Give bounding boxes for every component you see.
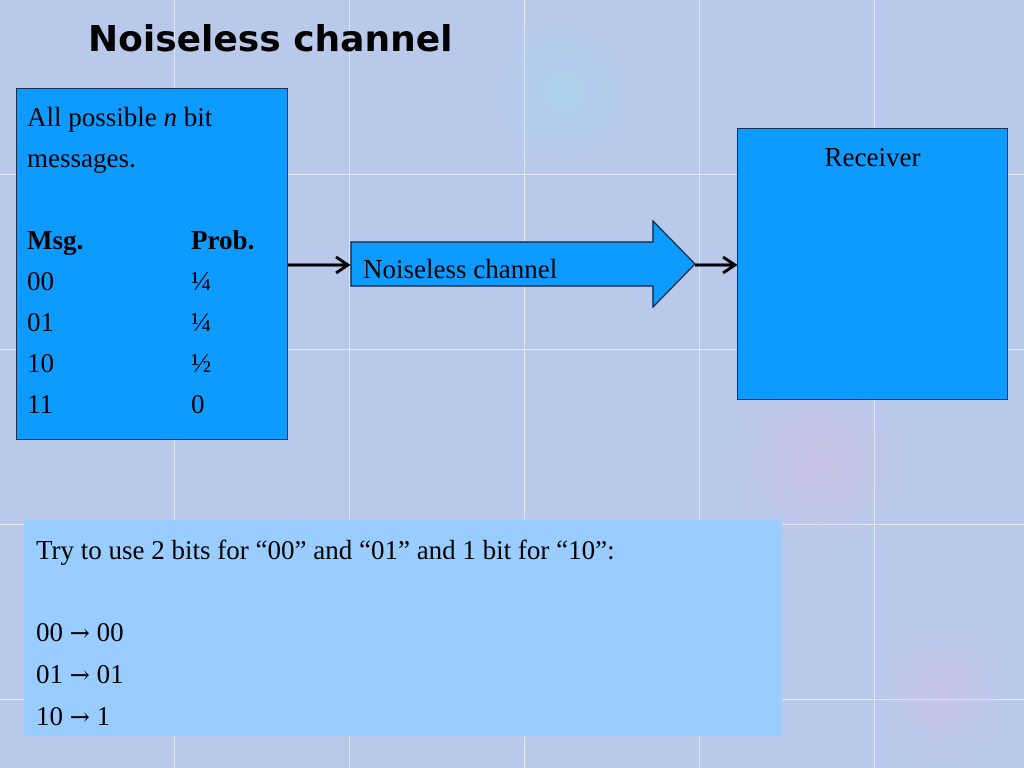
table-row: 00 ¼ — [27, 261, 254, 302]
right-arrow-icon: → — [69, 703, 90, 731]
table-header-row: Msg. Prob. — [27, 220, 254, 261]
msg-cell: 10 — [27, 348, 54, 378]
right-arrow-icon: → — [69, 661, 90, 689]
mapping-from: 00 — [36, 617, 63, 647]
encoding-note-box: Try to use 2 bits for “00” and “01” and … — [24, 520, 782, 736]
mapping-line: 01 → 01 — [36, 654, 770, 696]
mapping-to: 01 — [96, 659, 124, 689]
channel-to-receiver-arrow-icon — [695, 255, 738, 275]
mapping-to: 00 — [96, 617, 124, 647]
caption-prefix: All possible — [27, 102, 164, 132]
channel-label: Noiseless channel — [363, 254, 558, 284]
mapping-line: 00 → 00 — [36, 612, 770, 654]
prob-cell: ¼ — [191, 266, 212, 296]
table-row: 10 ½ — [27, 343, 254, 384]
sender-caption: All possible n bit messages. — [27, 97, 277, 179]
receiver-label: Receiver — [824, 142, 921, 172]
caption-variable-n: n — [163, 102, 178, 132]
column-header-msg: Msg. — [27, 225, 84, 255]
mapping-from: 10 — [36, 701, 63, 731]
prob-cell: ½ — [191, 348, 212, 378]
sender-to-channel-arrow-icon — [288, 255, 351, 275]
mapping-line: 10 → 1 — [36, 696, 770, 738]
table-row: 11 0 — [27, 384, 254, 425]
caption-suffix: bit messages. — [27, 102, 213, 173]
table-row: 01 ¼ — [27, 302, 254, 343]
msg-cell: 11 — [27, 389, 53, 419]
slide-title: Noiseless channel — [88, 19, 453, 60]
receiver-box: Receiver — [737, 128, 1008, 400]
right-arrow-icon: → — [69, 619, 90, 647]
noiseless-channel-block-arrow-icon — [350, 220, 696, 308]
sender-messages-box: All possible n bit messages. Msg. Prob. … — [16, 88, 288, 440]
mapping-to: 1 — [96, 701, 111, 731]
prob-cell: 0 — [191, 389, 205, 419]
message-probability-table: Msg. Prob. 00 ¼ 01 ¼ 10 ½ 11 0 — [27, 220, 254, 425]
mapping-from: 01 — [36, 659, 63, 689]
column-header-prob: Prob. — [191, 225, 255, 255]
msg-cell: 00 — [27, 266, 54, 296]
prob-cell: ¼ — [191, 307, 212, 337]
note-intro: Try to use 2 bits for “00” and “01” and … — [36, 535, 615, 565]
msg-cell: 01 — [27, 307, 54, 337]
